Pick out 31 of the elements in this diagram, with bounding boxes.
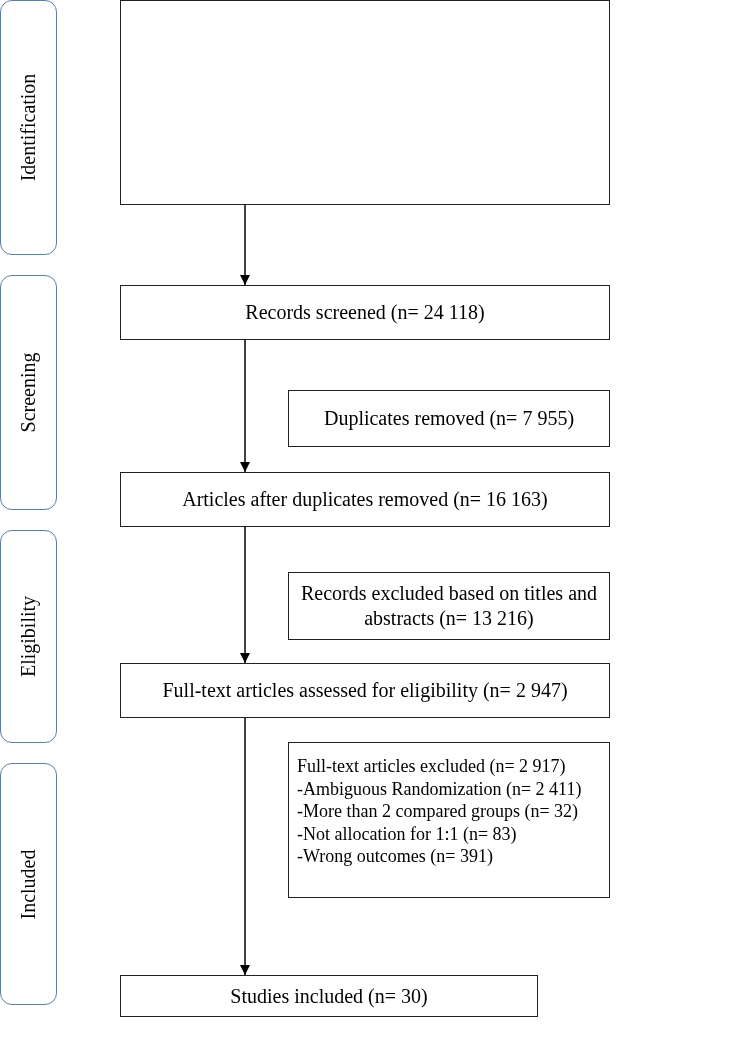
- box-text: Records excluded based on titles and abstracts (n= 13 216): [300, 581, 598, 631]
- arrow: [239, 339, 251, 473]
- process-box: [288, 572, 610, 640]
- stage-label: Screening: [16, 352, 41, 433]
- box-text: -More than 2 compared groups (n= 32): [297, 800, 579, 823]
- process-box: [120, 285, 610, 340]
- process-box: [120, 663, 610, 718]
- box-text: Full-text articles excluded (n= 2 917): [297, 755, 566, 778]
- stage-label: Eligibility: [16, 595, 41, 678]
- process-box: [120, 472, 610, 527]
- arrow: [239, 204, 251, 286]
- box-text: Studies included (n= 30): [230, 983, 428, 1009]
- stage-band: [0, 763, 57, 1005]
- stage-band: [0, 530, 57, 743]
- box-text: Duplicates removed (n= 7 955): [323, 406, 575, 431]
- box-text: -Ambiguous Randomization (n= 2 411): [297, 777, 582, 800]
- exclusion-box: [288, 742, 610, 898]
- box-text: -Wrong outcomes (n= 391): [297, 845, 493, 868]
- process-box: [288, 390, 610, 447]
- empty-box: [120, 0, 610, 205]
- stage-band: [0, 275, 57, 510]
- arrow: [239, 717, 251, 976]
- process-box: [120, 975, 538, 1017]
- box-text: Records screened (n= 24 118): [245, 300, 485, 325]
- stage-label: Included: [16, 849, 40, 919]
- box-text: -Not allocation for 1:1 (n= 83): [297, 822, 517, 845]
- stage-label: Identification: [16, 73, 40, 182]
- box-text: Full-text articles assessed for eligibility (n= 2 947): [162, 678, 568, 703]
- arrow: [239, 526, 251, 664]
- box-text: Articles after duplicates removed (n= 16 163): [182, 487, 548, 512]
- stage-band: [0, 0, 57, 255]
